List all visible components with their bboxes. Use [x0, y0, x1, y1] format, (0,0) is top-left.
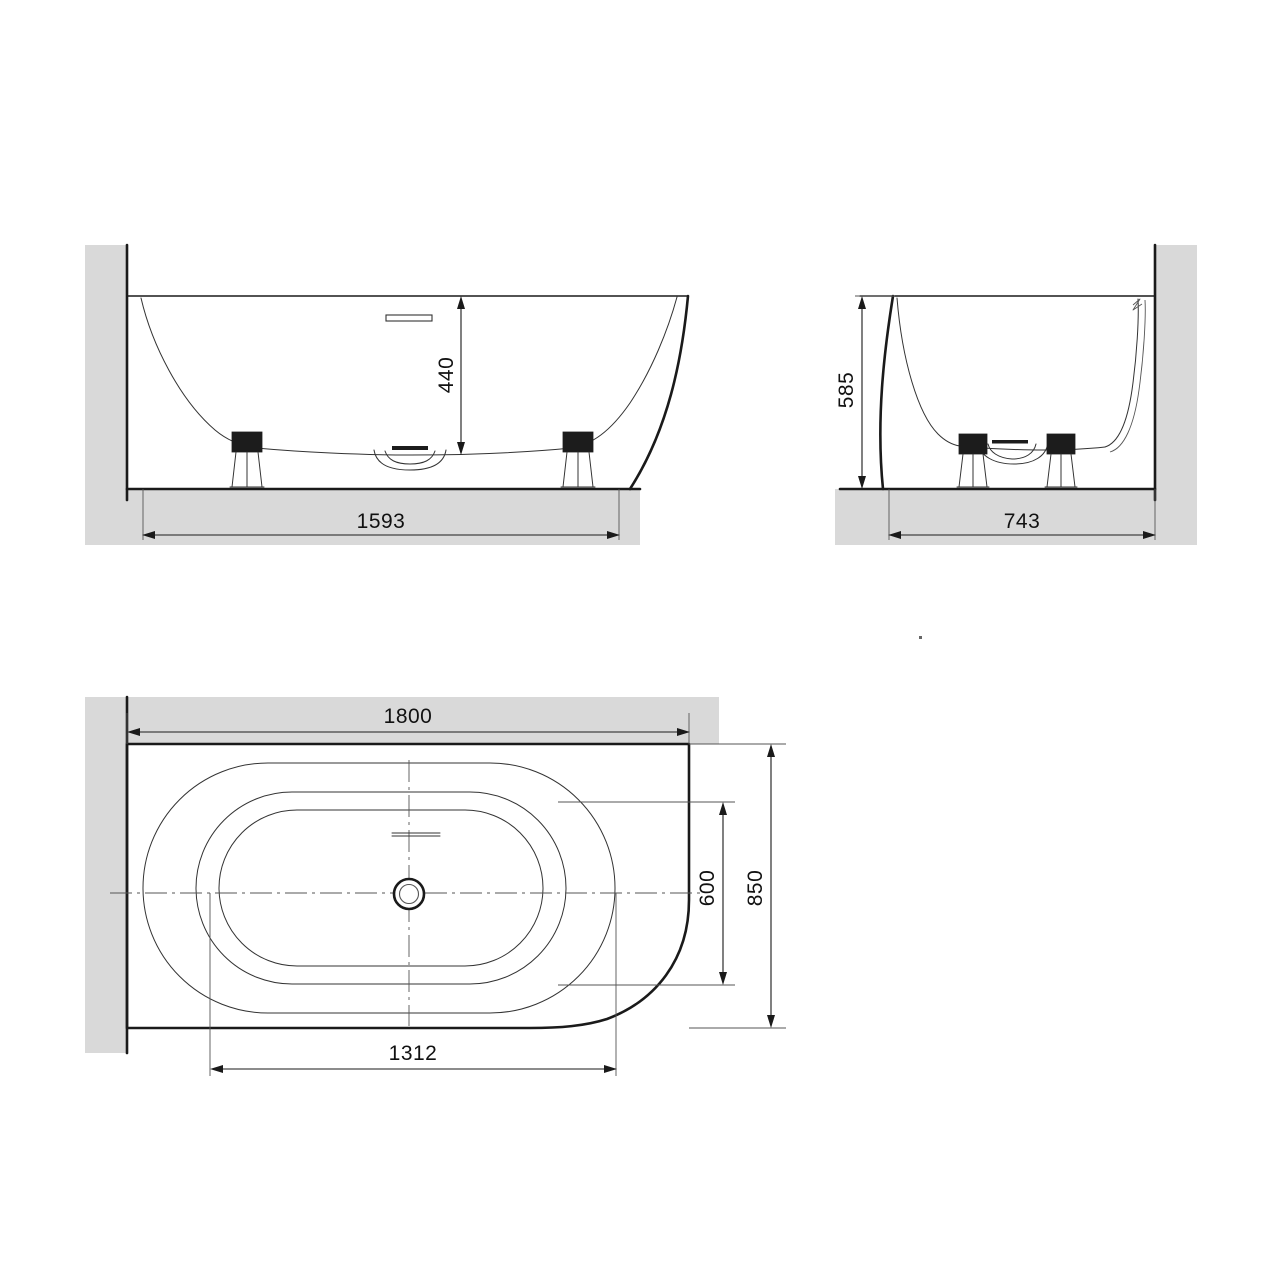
plan-dim-inner-length-1312: 1312	[209, 893, 617, 1076]
front-overflow-slot	[385, 314, 433, 322]
side-dim-width-label: 743	[1004, 510, 1041, 533]
plan-overflow-slot	[391, 832, 441, 837]
side-break-symbol	[1132, 298, 1143, 311]
side-dim-width-743: 743	[888, 489, 1156, 540]
plan-view: 1800 850 600	[85, 695, 786, 1076]
plan-wall-top	[85, 697, 719, 744]
front-floor-band	[85, 489, 640, 545]
plan-tub-outline	[125, 742, 691, 1030]
front-dim-height-440: 440	[435, 296, 465, 455]
side-bowl-left-wall	[896, 297, 961, 447]
plan-rim-middle-oval	[195, 791, 567, 985]
front-dim-height-label: 440	[435, 357, 458, 394]
side-dim-height-585: 585	[835, 296, 866, 489]
front-tub-outer-profile	[628, 294, 690, 491]
front-waste-outlet	[373, 446, 447, 471]
side-wall-block	[1155, 245, 1197, 500]
side-elevation-view: 585 743	[835, 243, 1197, 545]
plan-dim-inner-length-label: 1312	[389, 1042, 438, 1065]
plan-dim-width-label: 850	[744, 870, 767, 907]
front-dim-length-label: 1593	[357, 510, 406, 533]
front-wall-block	[85, 245, 127, 500]
plan-rim-outer-oval	[142, 762, 616, 1014]
registration-mark	[919, 636, 922, 639]
front-support-foot-right	[560, 431, 596, 488]
plan-dim-inner-width-label: 600	[696, 870, 719, 907]
plan-wall-left	[85, 697, 127, 1053]
plan-dim-length-label: 1800	[384, 705, 433, 728]
plan-bowl-inner-oval	[218, 809, 544, 967]
side-dim-height-label: 585	[835, 372, 858, 409]
front-bowl-left-wall	[140, 297, 257, 449]
front-elevation-view: 440 1593	[85, 243, 690, 545]
plan-dim-length-1800: 1800	[126, 705, 690, 744]
side-support-foot-right	[1044, 433, 1078, 488]
front-dim-length-1593: 1593	[142, 489, 620, 540]
plan-dim-inner-width-600: 600	[558, 801, 735, 986]
plan-dim-width-850: 850	[689, 743, 786, 1029]
side-bowl-right-wall-inner	[1109, 299, 1146, 453]
side-bowl-right-wall	[1104, 298, 1139, 448]
side-tub-outer-profile	[879, 294, 895, 491]
side-support-foot-left	[956, 433, 990, 488]
side-waste-outlet	[977, 440, 1049, 465]
plan-drain-circle	[392, 877, 426, 911]
front-bowl-bottom	[255, 447, 573, 456]
front-support-foot-left	[229, 431, 265, 488]
